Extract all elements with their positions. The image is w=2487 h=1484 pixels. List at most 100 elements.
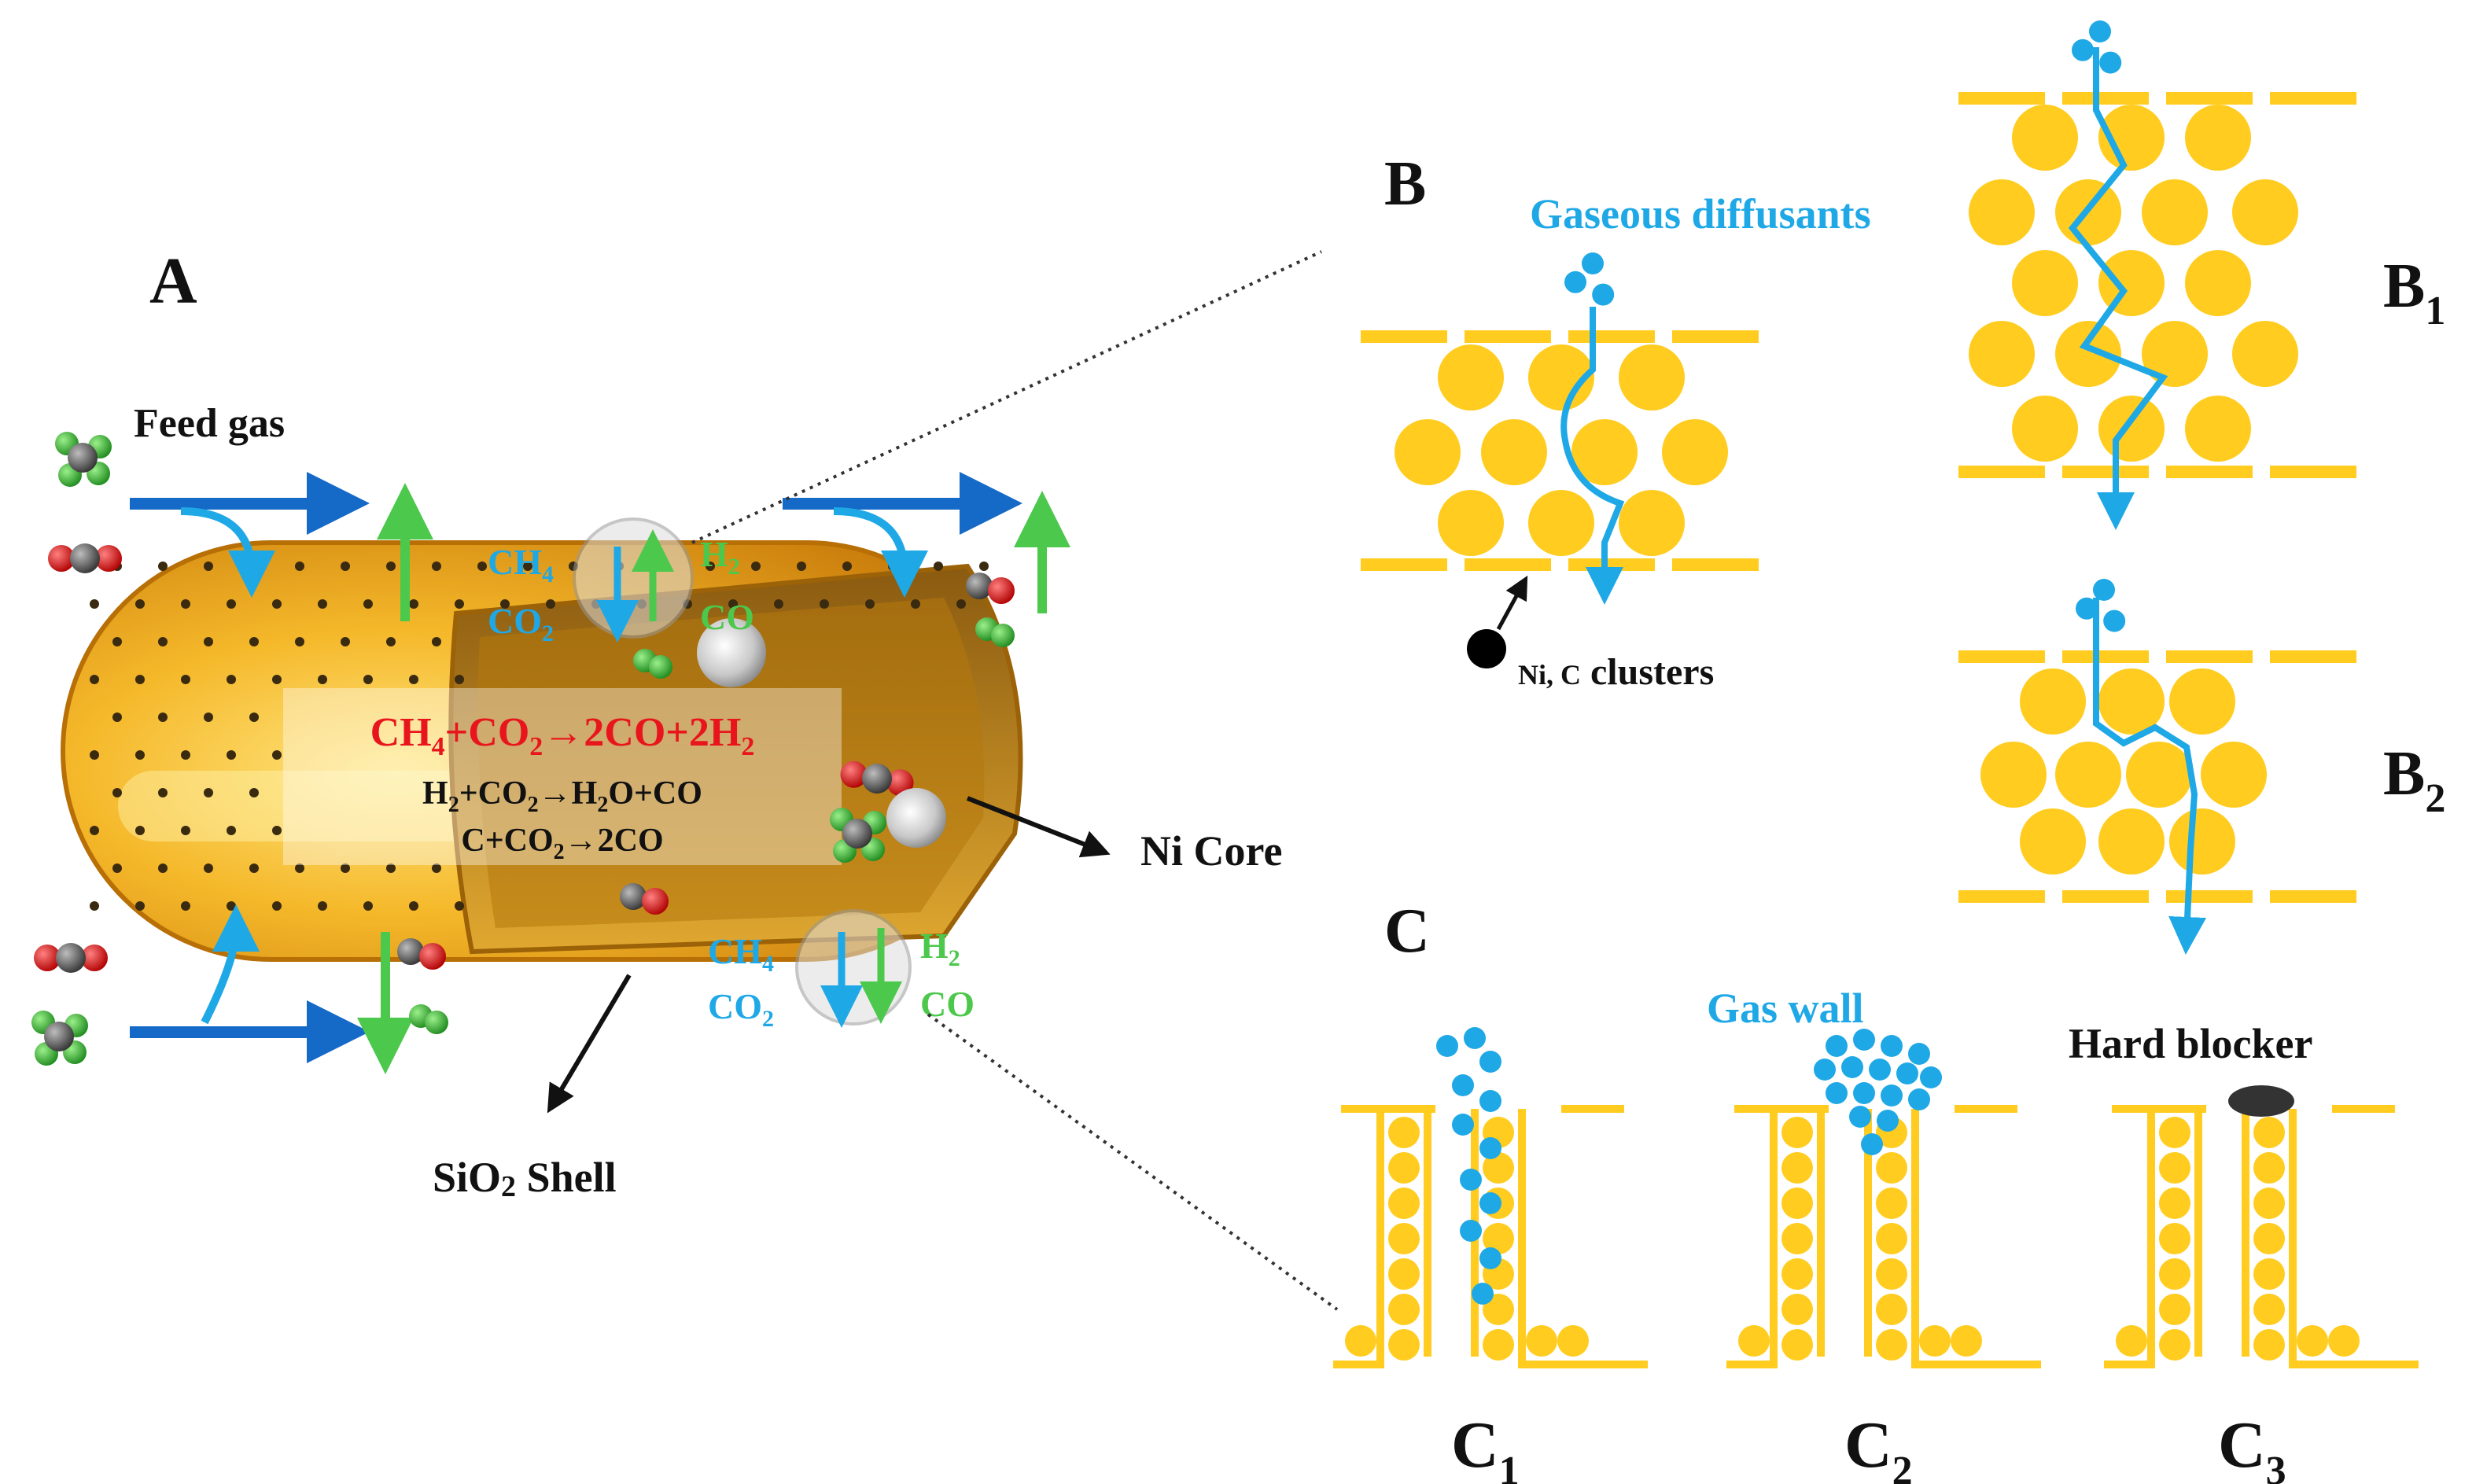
wall-particle bbox=[2253, 1258, 2285, 1290]
pore-dot bbox=[363, 901, 373, 911]
wall-particle bbox=[2253, 1329, 2285, 1361]
pore-c3 bbox=[2104, 1105, 2419, 1368]
pore-dot bbox=[455, 675, 464, 684]
wall-particle bbox=[1388, 1329, 1420, 1361]
panel-c2-label: C2 bbox=[1844, 1409, 1913, 1484]
pore-dot bbox=[820, 599, 829, 609]
diffusant-molecule bbox=[2072, 39, 2094, 61]
silica-particle bbox=[2012, 105, 2078, 171]
diffusant-molecule bbox=[1826, 1035, 1848, 1057]
pore-dot bbox=[956, 599, 966, 609]
silica-particle bbox=[1438, 490, 1504, 556]
reaction-2: H2+CO2→H2O+CO bbox=[422, 775, 702, 817]
wall-particle bbox=[1388, 1223, 1420, 1254]
panel-b-letter: B bbox=[1384, 149, 1426, 219]
h2-molecule bbox=[633, 649, 672, 679]
co2-molecule bbox=[34, 943, 108, 973]
wall-particle bbox=[2159, 1117, 2190, 1148]
diffusant-molecule bbox=[2093, 579, 2115, 601]
carbon-atom bbox=[966, 573, 993, 599]
pore-dot bbox=[227, 826, 236, 835]
wall-particle bbox=[2253, 1223, 2285, 1254]
diffusion-path-b2 bbox=[2093, 598, 2207, 955]
pore-dot bbox=[90, 901, 99, 911]
gaseous-diffusants-label: Gaseous diffusants bbox=[1530, 190, 1871, 238]
pore-c1 bbox=[1333, 1027, 1648, 1368]
pore-dot bbox=[181, 750, 190, 760]
feed-arrow-top-left bbox=[130, 472, 370, 535]
diffusant-molecule bbox=[1460, 1169, 1482, 1191]
panel-a: A CH4+CO2→2CO+2H2 H2+CO2→H2O+CO C+CO2→2C… bbox=[31, 245, 1339, 1311]
ni-c-cluster-dot bbox=[1467, 629, 1506, 668]
silica-particle bbox=[2098, 668, 2165, 735]
wall-particle bbox=[2328, 1325, 2360, 1357]
wall-particle bbox=[1483, 1329, 1514, 1361]
pore-dot bbox=[934, 562, 943, 571]
silica-particle bbox=[1571, 419, 1638, 485]
carbon-atom bbox=[397, 938, 424, 965]
co2-molecule bbox=[48, 543, 122, 573]
out-co-bottom: CO bbox=[920, 984, 975, 1024]
diffusant-molecule bbox=[1877, 1110, 1899, 1132]
ni-c-clusters-label: Ni, C clusters bbox=[1518, 651, 1714, 693]
pore-dot bbox=[135, 750, 145, 760]
pore-dot bbox=[774, 599, 783, 609]
wall-particle bbox=[1388, 1294, 1420, 1325]
ch4-molecule bbox=[55, 432, 112, 487]
zoom-circle-bottom: CH4 CO2 H2 CO bbox=[708, 909, 975, 1032]
wall-particle bbox=[1483, 1152, 1514, 1184]
oxygen-atom bbox=[48, 545, 75, 572]
wall-particle bbox=[1781, 1152, 1813, 1184]
pore-dot bbox=[158, 788, 168, 797]
pore-dot bbox=[135, 675, 145, 684]
diffusant-molecule bbox=[1908, 1088, 1930, 1110]
pore-wall-right bbox=[2289, 1109, 2419, 1368]
wall-particle bbox=[2159, 1152, 2190, 1184]
pore-dot bbox=[204, 637, 213, 646]
silica-particle bbox=[2185, 250, 2251, 316]
pore-wall-left bbox=[1726, 1109, 1778, 1368]
diffusant-molecule bbox=[1908, 1043, 1930, 1065]
h2-molecule bbox=[975, 617, 1015, 647]
pore-dot bbox=[728, 599, 738, 609]
pore-dot bbox=[409, 901, 418, 911]
wall-particle bbox=[1876, 1329, 1907, 1361]
silica-particle bbox=[2055, 321, 2121, 387]
pore-dot bbox=[90, 675, 99, 684]
diffusant-molecule bbox=[1853, 1029, 1875, 1051]
wall-particle bbox=[2253, 1152, 2285, 1184]
pore-dot bbox=[181, 675, 190, 684]
oxygen-atom bbox=[34, 945, 61, 971]
out-co-top: CO bbox=[700, 597, 754, 637]
reaction-box: CH4+CO2→2CO+2H2 H2+CO2→H2O+CO C+CO2→2CO bbox=[283, 688, 842, 865]
pore-dot bbox=[227, 599, 236, 609]
wall-particle bbox=[1557, 1325, 1589, 1357]
pore-dot bbox=[204, 562, 213, 571]
pore-dot bbox=[272, 750, 282, 760]
pore-dot bbox=[386, 637, 396, 646]
wall-particle bbox=[2253, 1117, 2285, 1148]
feed-gas-label: Feed gas bbox=[134, 401, 285, 446]
pore-dot bbox=[158, 713, 168, 722]
pore-packing-main bbox=[1361, 252, 1770, 571]
pore-dot bbox=[135, 599, 145, 609]
ni-core-label: Ni Core bbox=[1140, 827, 1282, 875]
pore-dot bbox=[249, 637, 259, 646]
wall-particle bbox=[1951, 1325, 1982, 1357]
wall-particle bbox=[2159, 1223, 2190, 1254]
wall-particle bbox=[1781, 1329, 1813, 1361]
co-molecule bbox=[620, 883, 669, 915]
pore-dot bbox=[90, 599, 99, 609]
diffusant-molecule bbox=[1592, 283, 1615, 306]
pore-dot bbox=[386, 864, 396, 873]
silica-particle bbox=[2232, 179, 2298, 245]
diffusant-molecule bbox=[1881, 1084, 1903, 1107]
carbon-atom bbox=[842, 819, 872, 849]
wall-particle bbox=[1781, 1258, 1813, 1290]
ch4-molecule bbox=[830, 808, 886, 863]
silica-particle bbox=[1395, 419, 1461, 485]
pore-dot bbox=[911, 599, 920, 609]
pore-dot bbox=[341, 864, 350, 873]
pore-dot bbox=[249, 788, 259, 797]
